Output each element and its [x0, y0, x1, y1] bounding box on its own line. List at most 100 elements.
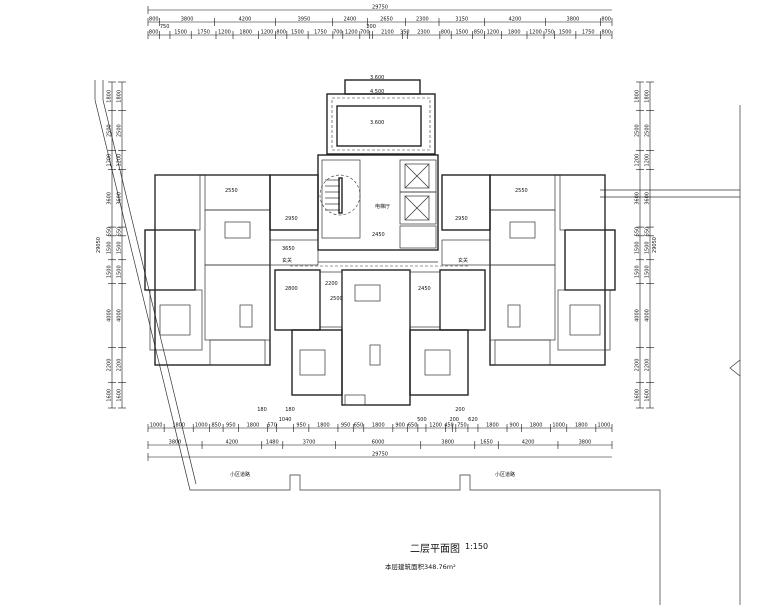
plan-labels: 3.600 4.500 3.600 电梯厅 2450 2550 2950 玄关 …	[225, 75, 528, 478]
dimension-text: 750	[545, 30, 555, 36]
dimension-text: 3600	[645, 192, 651, 205]
dimension-text: 800	[149, 17, 159, 23]
dimension-total: 29750	[372, 452, 388, 458]
dimension-text: 1600	[117, 389, 123, 402]
dimension-text: 1800	[247, 423, 260, 429]
dimension-text: 1800	[172, 423, 185, 429]
dimension-text: 1500	[635, 241, 641, 254]
dimension-text: 550	[635, 227, 641, 237]
dimension-text: 550	[645, 227, 651, 237]
room-label-elevator-hall: 电梯厅	[375, 203, 390, 210]
dimension-text: 700	[333, 30, 343, 36]
dining-table-icon	[509, 221, 536, 239]
dimension-text: 3800	[441, 440, 454, 446]
dimension-text: 950	[296, 423, 306, 429]
dimension-text: 750	[160, 24, 170, 30]
dimension-text: 1200	[218, 30, 231, 36]
dimension-text: 1000	[598, 423, 611, 429]
dimension-total: 29750	[372, 5, 388, 11]
dimension-text: 620	[468, 417, 478, 423]
drawing-scale: 1:150	[465, 542, 489, 551]
dimension-text: 2200	[325, 281, 338, 287]
dimension-text: 3700	[303, 440, 316, 446]
dimension-text: 1500	[455, 30, 468, 36]
dimension-text: 1040	[279, 417, 292, 423]
right-unit	[439, 174, 616, 366]
dimension-text: 4200	[509, 17, 522, 23]
site-road-label: 小区道路	[495, 471, 515, 478]
dimension-total: 29050	[652, 237, 658, 253]
elevation-label: 3.600	[370, 120, 384, 126]
dining-table-icon	[224, 221, 251, 239]
dimension-text: 1750	[197, 30, 210, 36]
dimension-text: 1500	[291, 30, 304, 36]
dimension-text: 2500	[117, 124, 123, 137]
dimension-text: 4200	[522, 440, 535, 446]
elevation-label: 3.600	[370, 75, 384, 81]
bed-icon	[569, 304, 601, 336]
dimension-text: 2200	[107, 359, 113, 372]
dimension-text: 3950	[298, 17, 311, 23]
dimension-text: 350	[400, 30, 410, 36]
dimension-text: 800	[441, 30, 451, 36]
dimension-text: 1200	[261, 30, 274, 36]
dimension-text: 3600	[635, 192, 641, 205]
dimension-text: 800	[276, 30, 286, 36]
room-label-foyer: 玄关	[458, 257, 468, 264]
dimension-text: 4000	[635, 309, 641, 322]
dimension-text: 650	[408, 423, 418, 429]
dimension-text: 570	[267, 423, 277, 429]
site-boundary	[94, 80, 741, 605]
elevation-label: 4.500	[370, 89, 384, 95]
dimension-text: 950	[341, 423, 351, 429]
dimension-text: 1800	[117, 90, 123, 103]
dimension-text: 2800	[285, 286, 298, 292]
dimension-text: 1500	[635, 265, 641, 278]
dimension-text: 2500	[330, 296, 343, 302]
sofa-icon	[239, 304, 253, 328]
dimension-text: 3800	[579, 440, 592, 446]
dimension-text: 200	[449, 417, 459, 423]
dimension-text: 550	[117, 227, 123, 237]
dimension-text: 1500	[117, 241, 123, 254]
dimension-text: 1200	[429, 423, 442, 429]
dimension-text: 1650	[480, 440, 493, 446]
dimension-text: 3650	[282, 246, 295, 252]
dimension-text: 450	[444, 423, 454, 429]
dimension-text: 1000	[150, 423, 163, 429]
dimension-text: 1600	[645, 389, 651, 402]
dimension-text: 2200	[635, 359, 641, 372]
dimension-text: 1500	[645, 265, 651, 278]
dimension-text: 1800	[317, 423, 330, 429]
dimension-text: 2200	[117, 359, 123, 372]
dimension-text: 2500	[645, 124, 651, 137]
middle-units	[291, 269, 469, 406]
dimension-text: 800	[149, 30, 159, 36]
dimension-text: 900	[510, 423, 520, 429]
stair-icon	[319, 174, 361, 216]
dimension-text: 950	[226, 423, 236, 429]
dimension-text: 200	[455, 407, 465, 413]
dimension-text: 1800	[635, 90, 641, 103]
dimension-text: 2300	[416, 17, 429, 23]
dimension-text: 3150	[455, 17, 468, 23]
dimension-text: 1500	[107, 265, 113, 278]
dimension-text: 1750	[314, 30, 327, 36]
dimension-text: 1800	[239, 30, 252, 36]
dimension-text: 6000	[372, 440, 385, 446]
dimension-text: 2500	[635, 124, 641, 137]
dimension-text: 1500	[645, 241, 651, 254]
drawing-title: 二层平面图	[410, 544, 460, 555]
elevator-icon	[404, 163, 430, 221]
dimension-text: 1500	[107, 241, 113, 254]
dimension-text: 2550	[225, 188, 238, 194]
dimension-text: 1200	[529, 30, 542, 36]
dimension-text: 4000	[107, 309, 113, 322]
dimension-text: 800	[601, 17, 611, 23]
dimension-text: 1600	[635, 389, 641, 402]
dimension-text: 4200	[239, 17, 252, 23]
dimension-text: 1500	[559, 30, 572, 36]
dimension-text: 2650	[380, 17, 393, 23]
